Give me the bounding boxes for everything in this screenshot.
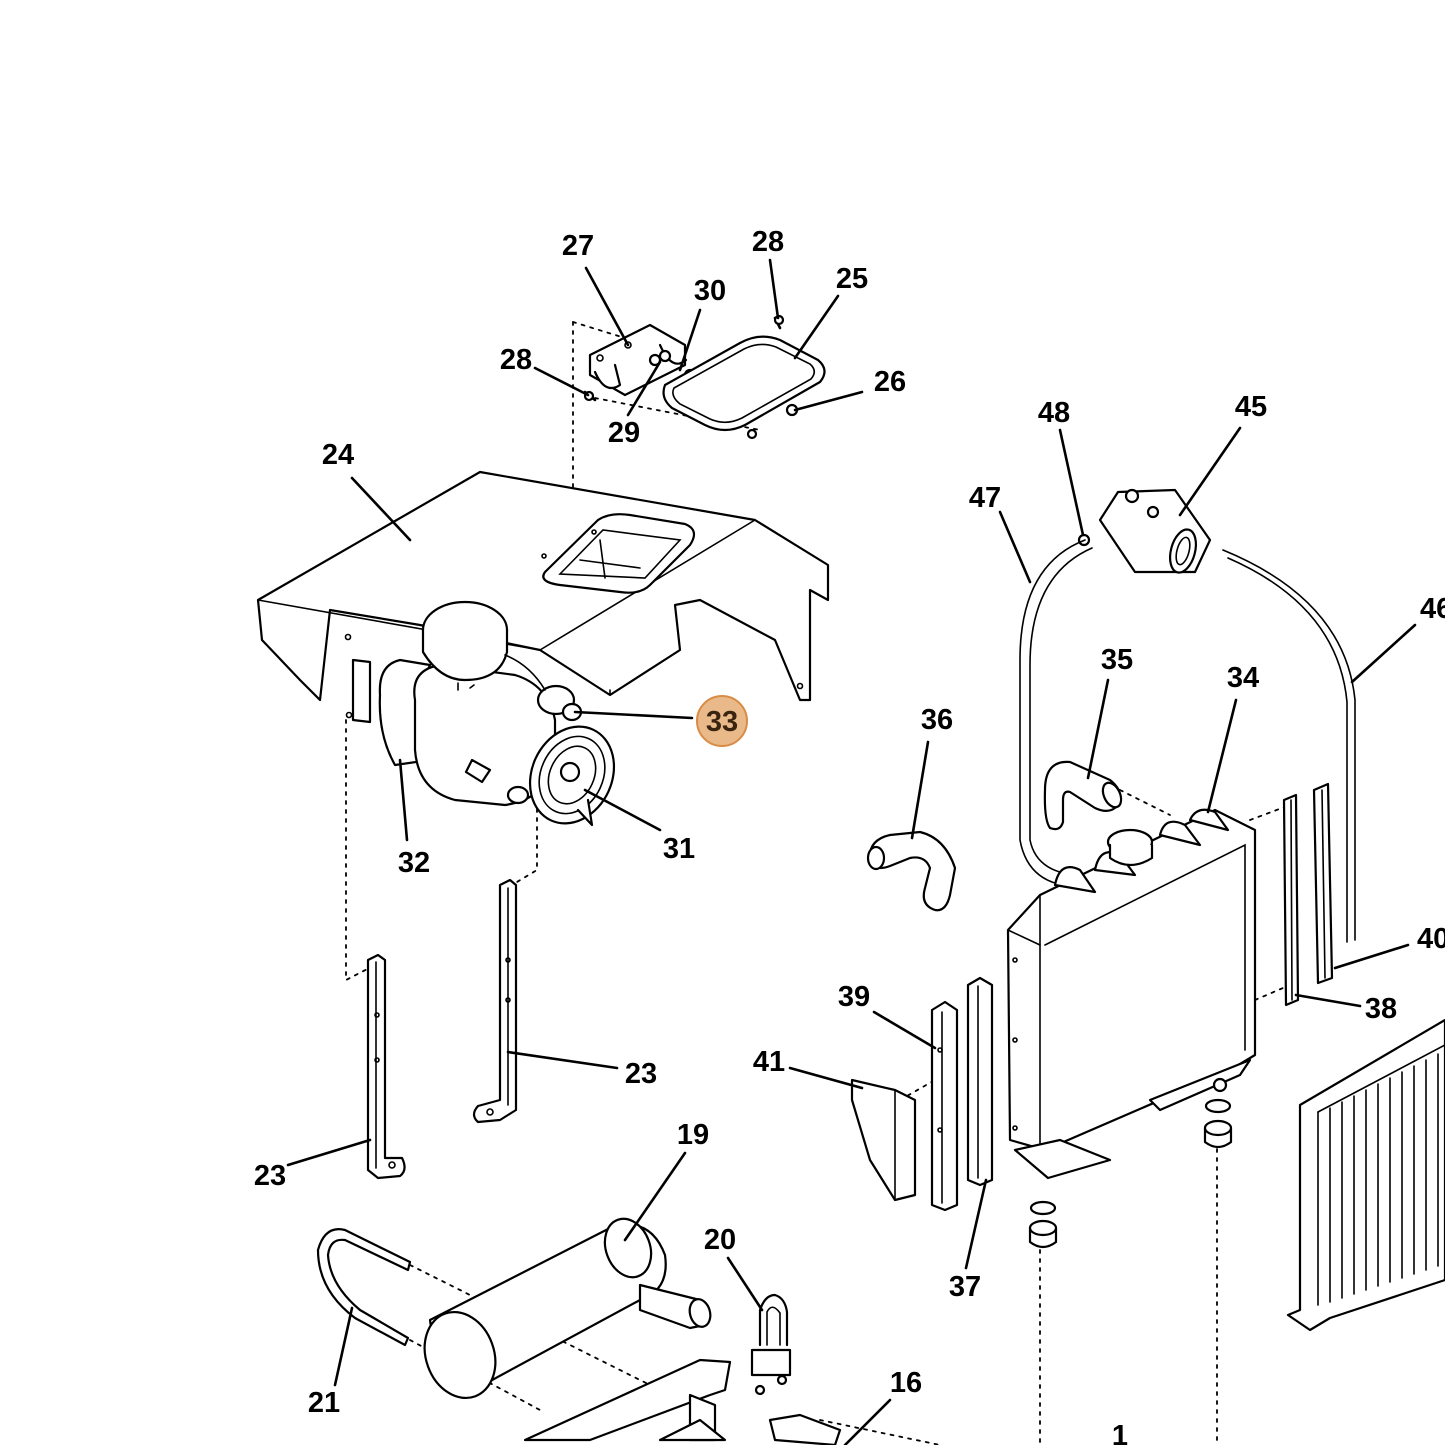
grille-1 [1286, 1018, 1445, 1332]
overflow-hose-46 [1222, 549, 1356, 943]
callout-41[interactable]: 41 [753, 1046, 785, 1078]
callout-28-left[interactable]: 28 [500, 344, 532, 376]
support-bracket-23-left [366, 953, 406, 1180]
seal-40 [1312, 782, 1334, 985]
callout-16[interactable]: 16 [890, 1367, 922, 1399]
callout-21[interactable]: 21 [308, 1387, 340, 1419]
callout-labels: 27 28 30 25 26 28 29 24 32 31 23 23 19 2… [254, 226, 1445, 1445]
seal-39 [930, 1000, 959, 1212]
muffler-19 [423, 1217, 712, 1400]
highlight-circle [696, 695, 748, 747]
hose-clamp-33 [504, 654, 583, 722]
muffler-mount [523, 1358, 732, 1442]
support-bracket-23-right [472, 878, 518, 1124]
callout-46[interactable]: 46 [1420, 593, 1445, 625]
callout-26[interactable]: 26 [874, 366, 906, 398]
bracket-16 [768, 1413, 842, 1445]
radiator-34 [1006, 808, 1257, 1180]
callout-29[interactable]: 29 [608, 417, 640, 449]
callout-28-top[interactable]: 28 [752, 226, 784, 258]
callout-19[interactable]: 19 [677, 1119, 709, 1151]
overflow-tank-45 [1098, 488, 1212, 574]
cover-plate-25 [662, 335, 826, 440]
callout-25[interactable]: 25 [836, 263, 868, 295]
radiator-mounts [1028, 1077, 1233, 1249]
u-bolt-clamp-20 [750, 1293, 792, 1396]
callout-27[interactable]: 27 [562, 230, 594, 262]
callout-33-highlight[interactable]: 33 [696, 695, 748, 747]
radiator-hose-35 [1043, 760, 1123, 831]
callout-32[interactable]: 32 [398, 847, 430, 879]
callout-30[interactable]: 30 [694, 275, 726, 307]
dust-cup-31 [528, 725, 616, 827]
air-cleaner-32 [378, 600, 557, 807]
callout-37[interactable]: 37 [949, 1271, 981, 1303]
callout-24[interactable]: 24 [322, 439, 354, 471]
bracket-27 [588, 323, 688, 397]
callout-23-right[interactable]: 23 [625, 1058, 657, 1090]
callout-47[interactable]: 47 [969, 482, 1001, 514]
baffle-41 [850, 1078, 917, 1202]
exhaust-support-21 [316, 1228, 412, 1347]
radiator-hose-36 [866, 830, 957, 912]
callout-33: 33 [706, 706, 738, 738]
callout-38[interactable]: 38 [1365, 993, 1397, 1025]
callout-31[interactable]: 31 [663, 833, 695, 865]
callout-20[interactable]: 20 [704, 1224, 736, 1256]
callout-45[interactable]: 45 [1235, 391, 1267, 423]
seal-38 [1282, 793, 1300, 1007]
callout-1[interactable]: 1 [1112, 1420, 1128, 1445]
grille-slats [1329, 1053, 1439, 1303]
leader-lines [286, 258, 1417, 1445]
callout-48[interactable]: 48 [1038, 397, 1070, 429]
callout-39[interactable]: 39 [838, 981, 870, 1013]
hood-panel-24 [256, 470, 830, 724]
seal-37 [966, 976, 994, 1187]
callout-35[interactable]: 35 [1101, 644, 1133, 676]
callout-23-left[interactable]: 23 [254, 1160, 286, 1192]
callout-40[interactable]: 40 [1417, 923, 1445, 955]
callout-36[interactable]: 36 [921, 704, 953, 736]
overflow-hose-47 [1019, 539, 1101, 888]
callout-34[interactable]: 34 [1227, 662, 1259, 694]
